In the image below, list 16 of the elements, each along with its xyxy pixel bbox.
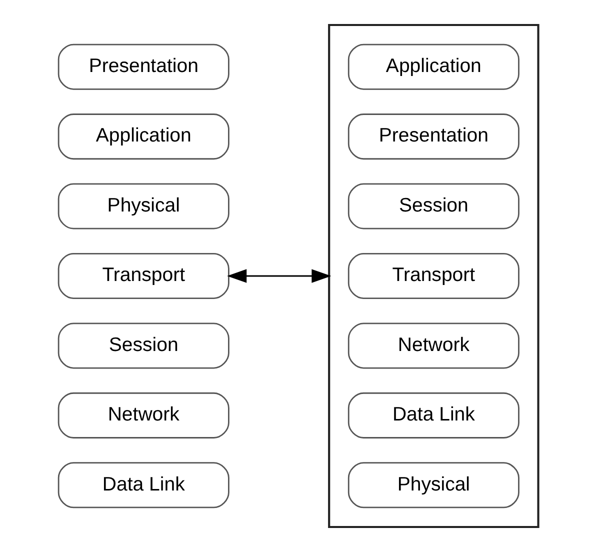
- node-box: Physical: [57, 183, 229, 230]
- node-box: Network: [57, 392, 229, 438]
- node-box: Presentation: [57, 44, 229, 90]
- node-box: Data Link: [347, 392, 519, 438]
- node-box: Application: [347, 44, 519, 90]
- node-box: Transport: [57, 253, 229, 299]
- node-box: Presentation: [347, 114, 519, 160]
- node-box: Session: [347, 183, 519, 230]
- node-box: Network: [347, 322, 519, 369]
- arrow: [226, 269, 331, 283]
- node-box: Physical: [347, 462, 519, 508]
- cluster: [328, 24, 539, 528]
- node-box: Session: [57, 322, 229, 369]
- node-box: Transport: [347, 253, 519, 299]
- node-box: Data Link: [57, 462, 229, 508]
- node-box: Application: [57, 114, 229, 160]
